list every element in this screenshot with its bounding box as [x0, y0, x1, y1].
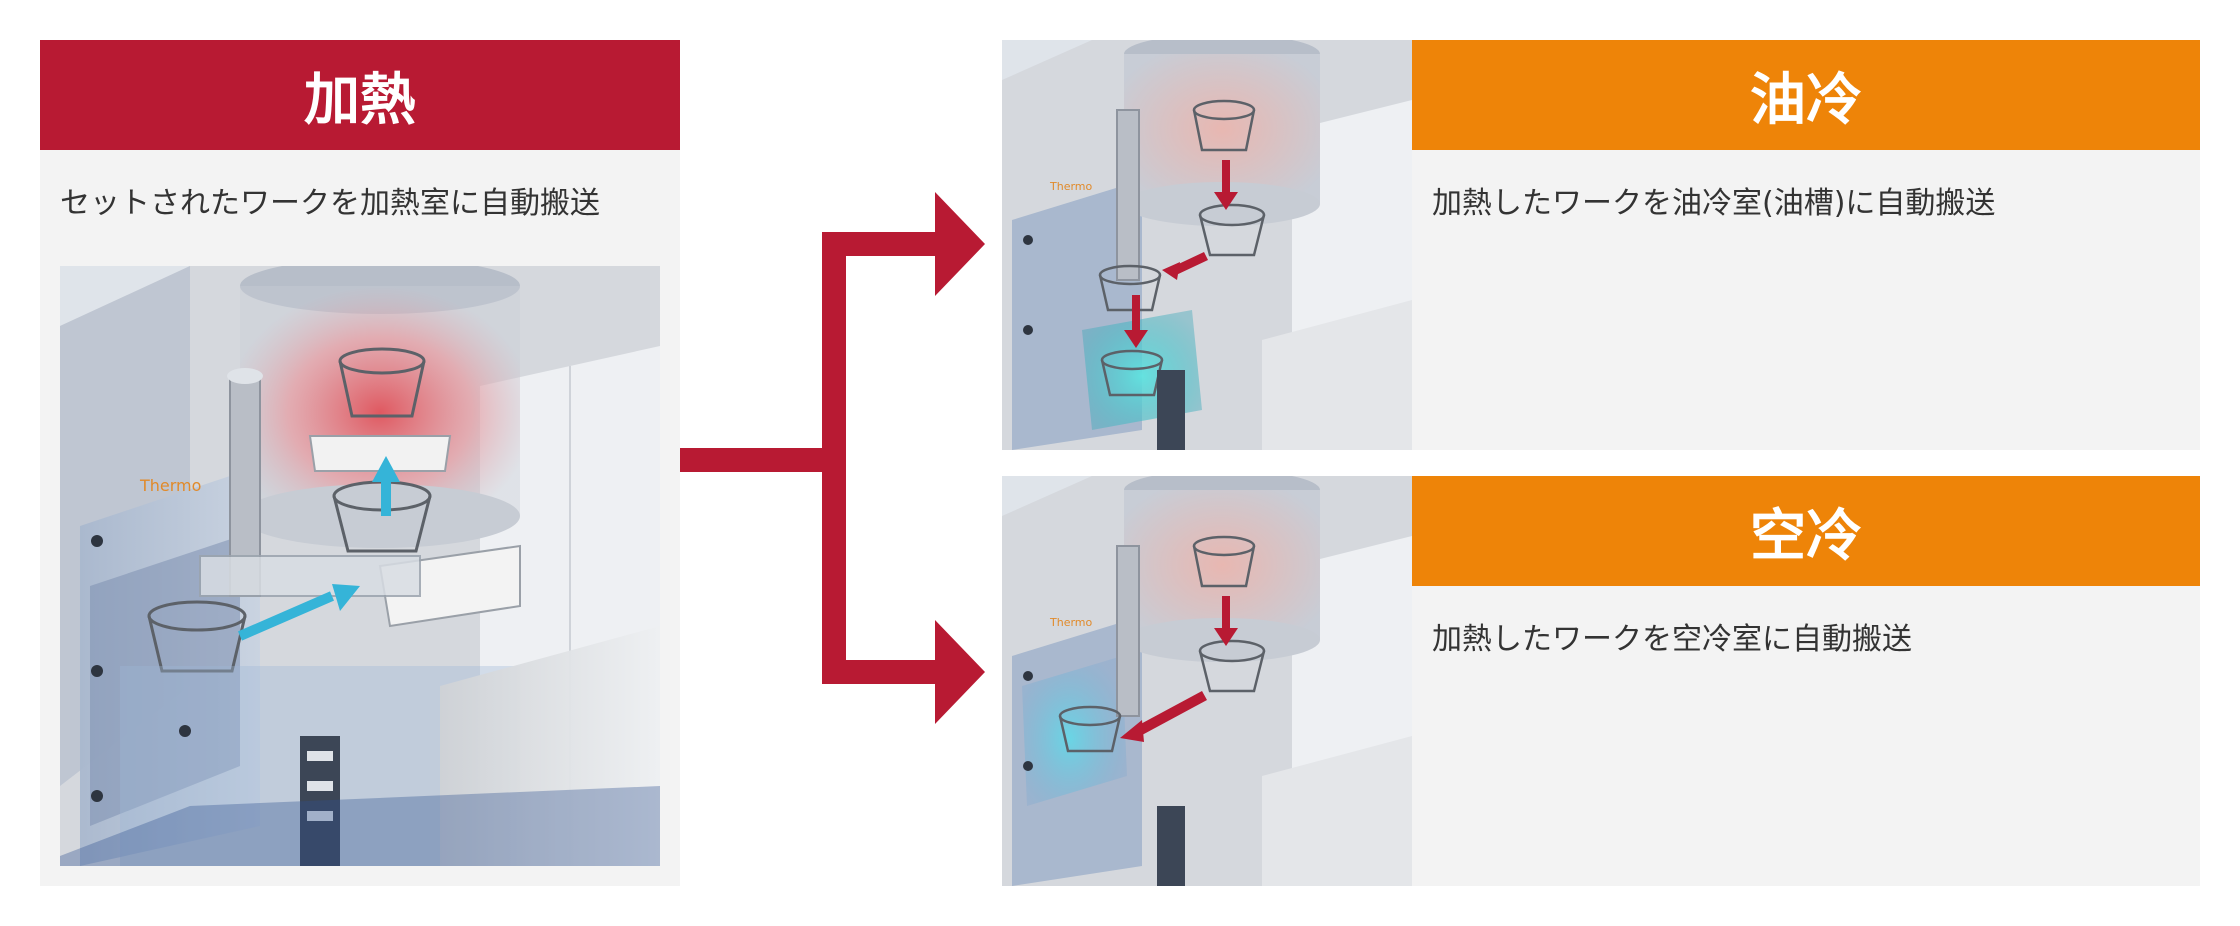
connector-lower-arrowhead — [935, 620, 985, 724]
heating-panel: 加熱 セットされたワークを加熱室に自動搬送 — [40, 40, 680, 886]
heating-title: 加熱 — [304, 67, 416, 133]
connector-stem — [680, 448, 826, 472]
air-cooling-title: 空冷 — [1750, 503, 1862, 569]
connector-lower-branch — [822, 660, 942, 684]
air-cooling-header: 空冷 — [1412, 476, 2200, 586]
connector-trunk — [822, 232, 846, 684]
oil-cooling-machine-illustration: Thermo — [1002, 40, 1412, 450]
oil-transfer-arrows — [1124, 160, 1238, 348]
heating-machine-illustration: Thermo — [60, 266, 660, 866]
air-cooling-machine-illustration: Thermo — [1002, 476, 1412, 886]
oil-cooling-title: 油冷 — [1750, 67, 1862, 133]
brand-label: Thermo — [1049, 180, 1093, 193]
oil-cooling-description: 加熱したワークを油冷室(油槽)に自動搬送 — [1432, 186, 1996, 221]
work-transfer-arrows — [238, 456, 400, 641]
brand-label: Thermo — [1049, 616, 1093, 629]
connector-upper-branch — [822, 232, 942, 256]
oil-cooling-panel: 油冷 加熱したワークを油冷室(油槽)に自動搬送 — [1412, 40, 2200, 450]
brand-label: Thermo — [139, 476, 201, 495]
heating-description: セットされたワークを加熱室に自動搬送 — [60, 186, 600, 221]
heating-header: 加熱 — [40, 40, 680, 150]
air-cooling-description: 加熱したワークを空冷室に自動搬送 — [1432, 622, 1912, 657]
oil-cooling-header: 油冷 — [1412, 40, 2200, 150]
air-transfer-arrows — [1120, 596, 1238, 742]
connector-upper-arrowhead — [935, 192, 985, 296]
air-cooling-panel: 空冷 加熱したワークを空冷室に自動搬送 — [1412, 476, 2200, 886]
